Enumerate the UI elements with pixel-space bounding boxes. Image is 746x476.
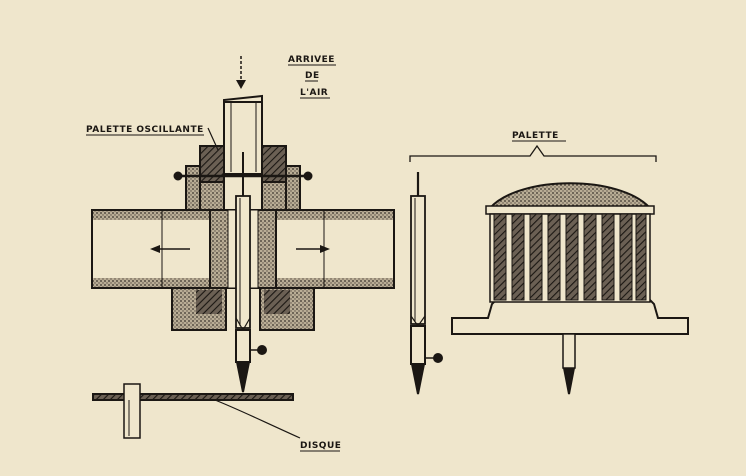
label-disque: DISQUE (300, 441, 341, 451)
outlet-pipe-right (275, 209, 395, 289)
label-arrivee-line2: DE (305, 71, 320, 81)
labels: ARRIVEE DE L'AIR PALETTE OSCILLANTE PALE… (86, 55, 566, 452)
palette-base (451, 297, 689, 335)
palette-blades (489, 213, 651, 303)
palette-pin (562, 333, 576, 395)
valve-assembly (91, 56, 395, 439)
palette-assembly (409, 144, 689, 395)
flow-arrow-left (150, 245, 190, 253)
leader-lines (207, 127, 301, 439)
disk (92, 383, 294, 439)
palette-dome (485, 182, 655, 215)
oscillating-stylus (235, 152, 267, 393)
air-inlet-arrow (236, 56, 246, 89)
palette-brace (409, 144, 657, 162)
flow-arrow-right (296, 245, 330, 253)
label-arrivee-line3: L'AIR (300, 88, 328, 98)
label-arrivee-line1: ARRIVEE (288, 55, 335, 65)
valve-lower-housing (171, 287, 315, 331)
label-palette-oscillante: PALETTE OSCILLANTE (86, 125, 204, 135)
side-view-stylus (410, 172, 443, 395)
label-palette: PALETTE (512, 131, 559, 141)
